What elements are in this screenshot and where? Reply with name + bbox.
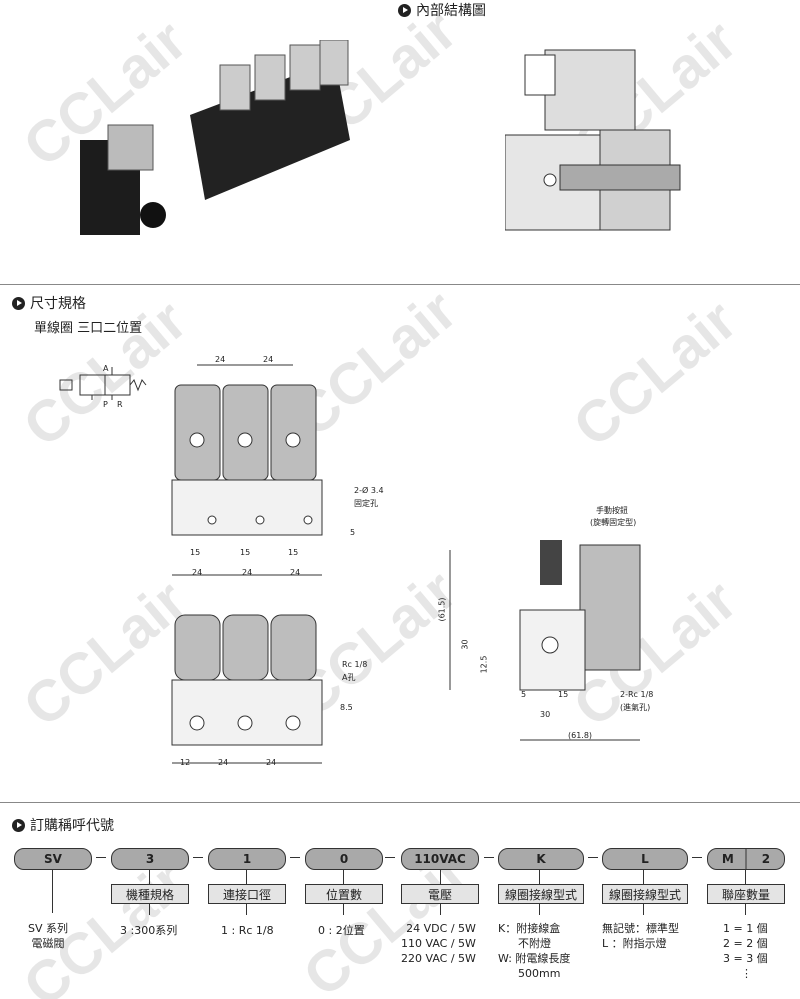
play-bullet-icon bbox=[12, 818, 25, 832]
dim-label: 15 bbox=[558, 690, 569, 699]
side-view-drawing bbox=[449, 540, 641, 741]
section-title: 內部結構圖 bbox=[416, 3, 486, 19]
dim-label: 24 bbox=[218, 758, 229, 767]
code-count-value: 2 bbox=[761, 852, 771, 866]
dim-label: 24 bbox=[242, 568, 253, 577]
valve-symbol bbox=[59, 367, 147, 400]
code-series: SV bbox=[14, 848, 92, 870]
section-title: 尺寸規格 bbox=[30, 296, 86, 312]
code-m: M bbox=[721, 852, 734, 866]
dim-label: (進氣孔) bbox=[620, 703, 651, 712]
divider bbox=[0, 802, 800, 803]
dim-label: 5 bbox=[521, 690, 527, 699]
play-bullet-icon bbox=[12, 296, 25, 310]
desc-model: 3 :300系列 bbox=[120, 924, 178, 937]
play-bullet-icon bbox=[398, 3, 411, 17]
front-view-drawing bbox=[171, 614, 323, 764]
label-voltage: 電壓 bbox=[401, 884, 479, 904]
label-model: 機種規格 bbox=[111, 884, 189, 904]
code-model: 3 bbox=[111, 848, 189, 870]
label-count: 聯座數量 bbox=[707, 884, 785, 904]
dim-label: 固定孔 bbox=[354, 499, 378, 508]
dim-label: 15 bbox=[240, 548, 251, 557]
dim-label: 30 bbox=[540, 710, 551, 719]
watermark: CCLair bbox=[561, 287, 749, 460]
divider bbox=[0, 284, 800, 285]
dim-label: 5 bbox=[350, 528, 356, 537]
internal-structure-title: 內部結構圖 bbox=[398, 0, 486, 20]
code-lamp: L bbox=[602, 848, 688, 870]
port-p-label: P bbox=[103, 400, 108, 409]
dim-label: 15 bbox=[288, 548, 299, 557]
internal-structure-diagram bbox=[505, 49, 681, 231]
section-title: 訂購稱呼代號 bbox=[30, 818, 114, 834]
dim-label: 12 bbox=[180, 758, 191, 767]
code-position: 0 bbox=[305, 848, 383, 870]
dim-label: 24 bbox=[192, 568, 203, 577]
dimensions-title: 尺寸規格 bbox=[12, 293, 86, 313]
dim-label: 2-Ø 3.4 bbox=[354, 486, 384, 495]
dim-label: (61.8) bbox=[568, 731, 593, 740]
dim-label: 2-Rc 1/8 bbox=[620, 690, 654, 699]
dim-label: 24 bbox=[266, 758, 277, 767]
label-port: 連接口徑 bbox=[208, 884, 286, 904]
desc-port: 1 : Rc 1/8 bbox=[221, 924, 274, 937]
code-port: 1 bbox=[208, 848, 286, 870]
label-wiring: 線圈接線型式 bbox=[498, 884, 584, 904]
label-position: 位置數 bbox=[305, 884, 383, 904]
desc-position: 0 : 2位置 bbox=[318, 924, 365, 937]
desc-series: SV 系列電磁閥 bbox=[28, 922, 69, 950]
product-photo bbox=[80, 40, 350, 235]
dim-label: 24 bbox=[290, 568, 301, 577]
dim-label: 30 bbox=[460, 639, 470, 650]
dim-label: 24 bbox=[263, 355, 274, 364]
dim-label: (61.5) bbox=[437, 597, 447, 622]
label-lamp: 線圈接線型式 bbox=[602, 884, 688, 904]
dim-label: Rc 1/8 bbox=[342, 660, 368, 669]
top-view-drawing bbox=[171, 364, 323, 576]
dimensions-subtitle: 單線圈 三口二位置 bbox=[34, 321, 143, 336]
port-a-label: A bbox=[103, 364, 109, 373]
dim-label: 8.5 bbox=[340, 703, 353, 712]
dim-label: 12.5 bbox=[479, 655, 489, 674]
dim-label: A孔 bbox=[342, 673, 356, 682]
code-wiring: K bbox=[498, 848, 584, 870]
order-code-title: 訂購稱呼代號 bbox=[12, 815, 114, 835]
dim-label: 15 bbox=[190, 548, 201, 557]
dim-label: 手動按鈕 bbox=[596, 506, 628, 515]
port-r-label: R bbox=[117, 400, 123, 409]
code-voltage: 110VAC bbox=[401, 848, 479, 870]
dim-label: 24 bbox=[215, 355, 226, 364]
dim-label: (旋轉固定型) bbox=[590, 518, 637, 527]
